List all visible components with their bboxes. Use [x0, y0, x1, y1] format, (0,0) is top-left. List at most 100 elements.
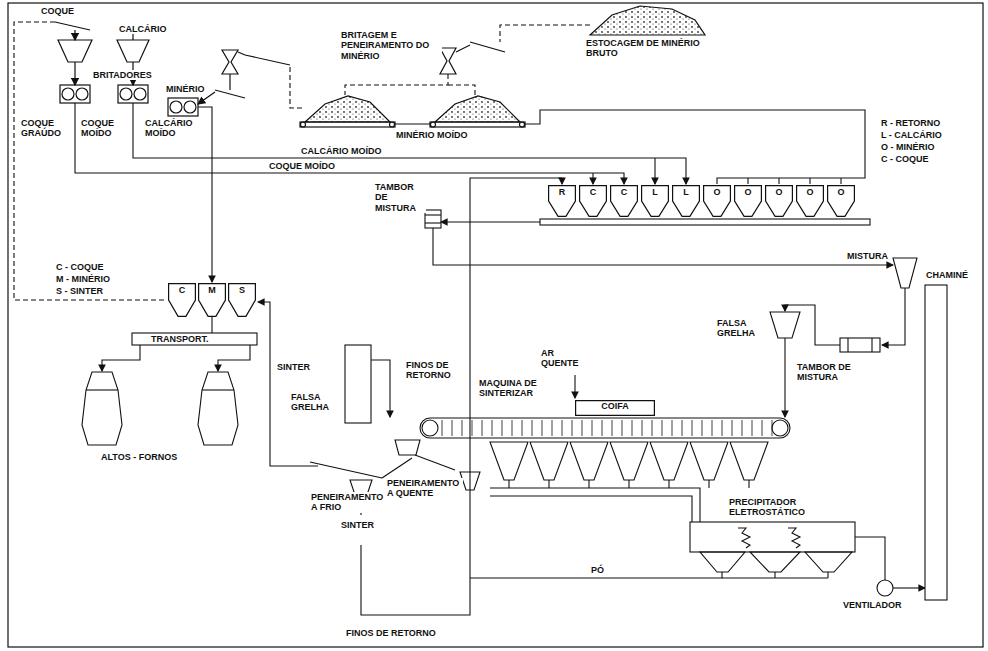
- strand-pallet: [472, 420, 473, 436]
- hood-box: COIFA: [575, 400, 655, 416]
- part-label: SINTER: [276, 362, 311, 372]
- part-label: R - RETORNO: [880, 118, 941, 128]
- strand-pallet: [502, 420, 503, 436]
- storage-bin: R: [548, 185, 576, 217]
- part-label: COQUE MOÍDO: [80, 118, 128, 139]
- strand-pallet: [662, 420, 663, 436]
- bin-outline: [766, 186, 793, 217]
- strand-pallet: [692, 420, 693, 436]
- flow-line: [722, 577, 828, 578]
- windbox-hopper: [668, 480, 669, 488]
- flow-line: [574, 375, 575, 398]
- raw-material-equipment: [431, 122, 436, 127]
- flow-line: [470, 178, 562, 490]
- strand-pallet: [442, 420, 443, 436]
- bin-letter: M: [198, 285, 226, 295]
- part-label: C - COQUE: [880, 154, 930, 164]
- flow-line: [540, 219, 870, 225]
- raw-material-equipment: [215, 90, 245, 98]
- raw-material-equipment: [62, 88, 74, 100]
- strand-pallet: [542, 420, 543, 436]
- flow-line: [102, 345, 140, 371]
- flow-line: [882, 288, 905, 345]
- box-outline: [576, 401, 655, 416]
- strand-pallet: [602, 420, 603, 436]
- storage-bin: C: [610, 185, 638, 217]
- strand-pallet: [512, 420, 513, 436]
- bin-letter: C: [579, 187, 607, 197]
- raw-material-equipment: [222, 50, 238, 74]
- windbox-hopper: [490, 442, 768, 488]
- raw-material-equipment: [118, 85, 148, 103]
- bin-outline: [549, 186, 576, 217]
- raw-material-equipment: [390, 122, 395, 127]
- part-label: CALCÁRIO: [118, 24, 168, 34]
- flow-line: [382, 458, 412, 478]
- flow-line: [490, 496, 692, 522]
- strand-pallet: [582, 420, 583, 436]
- windbox-hopper: [690, 442, 728, 480]
- flow-line: [258, 302, 318, 466]
- flow-line: [202, 389, 234, 390]
- strand-pallet: [462, 420, 463, 436]
- windbox-hopper: [508, 480, 509, 488]
- part-label: FINOS DE RETORNO: [345, 628, 437, 638]
- storage-bin: C: [579, 185, 607, 217]
- raw-material-equipment: [456, 45, 470, 52]
- flow-line: [433, 228, 893, 265]
- bin-letter: O: [703, 187, 731, 197]
- raw-material-equipment: [440, 48, 456, 74]
- raw-material-equipment: [245, 55, 290, 65]
- part-label: TRANSPORT.: [150, 334, 210, 344]
- bin-letter: O: [734, 187, 762, 197]
- storage-bin: L: [672, 185, 700, 217]
- windbox-hopper: [530, 442, 568, 480]
- flow-line: [871, 338, 872, 352]
- flow-line: [893, 258, 917, 288]
- flow-line: [840, 338, 880, 352]
- raw-material-equipment: [435, 96, 520, 122]
- raw-material-equipment: [60, 85, 90, 103]
- raw-material-equipment: [120, 88, 132, 100]
- flow-line: [211, 317, 212, 333]
- storage-bin: L: [641, 185, 669, 217]
- strand-pallet: [752, 420, 753, 436]
- part-label: S - SINTER: [55, 286, 104, 296]
- flow-line: [805, 552, 852, 572]
- part-label: C - COQUE: [55, 262, 105, 272]
- flow-line: [395, 123, 430, 124]
- windbox-hopper: [628, 480, 629, 488]
- strand-pallet: [732, 420, 733, 436]
- storage-bin: O: [734, 185, 762, 217]
- part-label: SINTER: [340, 520, 375, 530]
- dashed-flow-line: [345, 74, 448, 95]
- part-label: MAQUINA DE SINTERIZAR: [478, 378, 564, 399]
- flow-line: [218, 345, 250, 371]
- strand-pallet: [642, 420, 643, 436]
- dashed-flow-line: [14, 22, 590, 300]
- flow-line: [420, 418, 790, 438]
- raw-material-equipment: [301, 122, 306, 127]
- raw-material-equipment: [168, 98, 198, 116]
- part-label: MISTURA: [846, 251, 889, 261]
- flow-line: [371, 360, 390, 417]
- raw-material-equipment: [229, 74, 230, 90]
- flow-line: [82, 372, 122, 445]
- storage-bin: M: [198, 283, 226, 317]
- flow-line: [774, 572, 775, 578]
- bin-outline: [735, 186, 762, 217]
- bin-outline: [611, 186, 638, 217]
- strand-pallet: [452, 420, 453, 436]
- part-label: BRITADORES: [92, 70, 153, 80]
- raw-material-equipment: [134, 88, 146, 100]
- part-label: FALSA GRELHA: [290, 392, 344, 413]
- windbox-hopper: [708, 480, 709, 488]
- bin-letter: S: [228, 285, 256, 295]
- strand-pallet: [612, 420, 613, 436]
- bin-outline: [199, 284, 226, 317]
- flow-line: [877, 580, 893, 596]
- strand-pallet: [482, 420, 483, 436]
- box-label: COIFA: [575, 401, 655, 411]
- part-label: COQUE: [40, 6, 75, 16]
